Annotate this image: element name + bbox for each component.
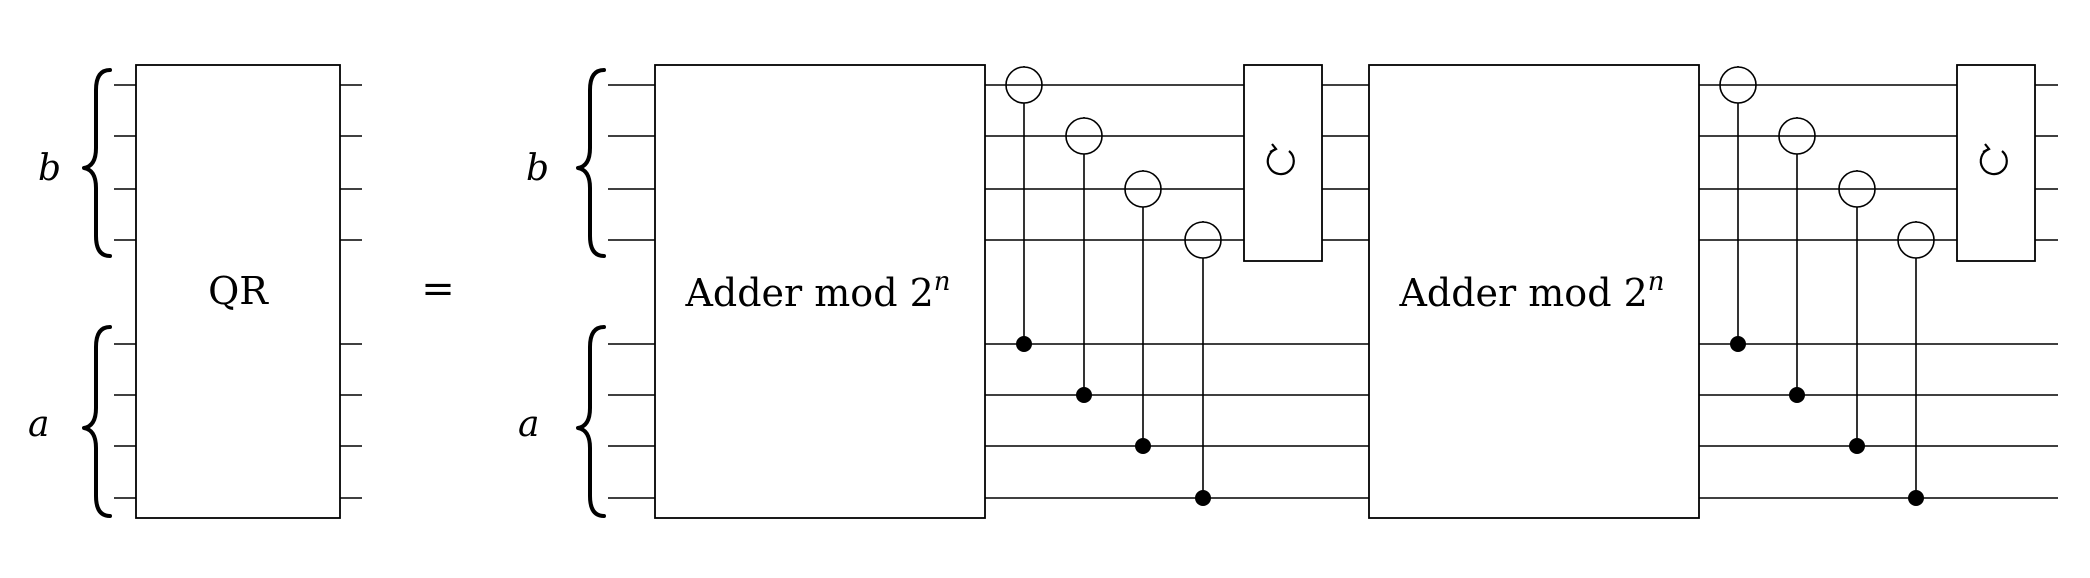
register-b-label-left: b <box>38 148 61 189</box>
adder-gate-1-label: Adder mod 2n <box>684 267 950 315</box>
control-dot <box>1908 490 1924 506</box>
cnot-group-2 <box>1719 66 1935 506</box>
qr-input-wires <box>114 84 136 499</box>
qr-gate <box>135 64 341 519</box>
cnot-gate <box>1838 170 1876 454</box>
control-dot <box>1789 387 1805 403</box>
cnot-gate <box>1184 221 1222 506</box>
rotation-gate-2 <box>1956 64 2036 262</box>
control-dot <box>1016 336 1032 352</box>
qr-circuit-left: b a QR <box>28 64 362 519</box>
brace-a-right <box>576 325 606 518</box>
qr-gate-label: QR <box>208 269 269 313</box>
qr-output-wires <box>340 84 362 499</box>
control-dot <box>1076 387 1092 403</box>
adder-gate-2-label: Adder mod 2n <box>1398 267 1664 315</box>
equals-sign: = <box>421 266 455 312</box>
brace-b-left <box>82 68 112 258</box>
rotate-icon <box>1266 143 1295 176</box>
control-dot <box>1135 438 1151 454</box>
brace-a-left <box>82 325 112 518</box>
cnot-gate <box>1778 117 1816 403</box>
register-a-label-right: a <box>518 404 539 445</box>
cnot-gate <box>1719 66 1757 352</box>
control-dot <box>1849 438 1865 454</box>
adder-gate-1 <box>654 64 986 519</box>
decomposed-circuit-right: b a Adder mod 2n <box>518 64 2058 519</box>
control-dot <box>1195 490 1211 506</box>
register-a-label-left: a <box>28 404 49 445</box>
cnot-gate <box>1897 221 1935 506</box>
cnot-group-1 <box>1005 66 1222 506</box>
cnot-gate <box>1005 66 1043 352</box>
control-dot <box>1730 336 1746 352</box>
adder-gate-2 <box>1368 64 1700 519</box>
rotation-gate-1 <box>1243 64 1323 262</box>
rotate-icon <box>1979 143 2008 176</box>
register-b-label-right: b <box>526 148 549 189</box>
brace-b-right <box>576 68 606 258</box>
cnot-gate <box>1124 170 1162 454</box>
cnot-gate <box>1065 117 1103 403</box>
